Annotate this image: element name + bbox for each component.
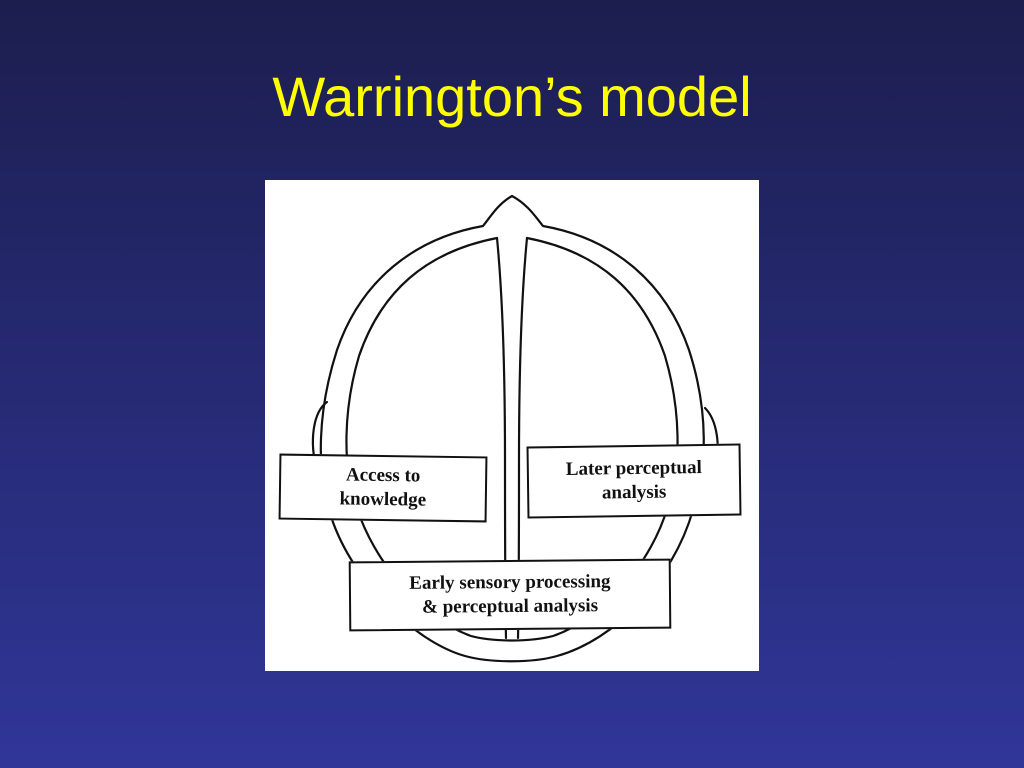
skull-outer-outline <box>319 194 705 663</box>
later-perceptual-analysis-box: Later perceptual analysis <box>526 443 742 519</box>
skull-inner-outline <box>345 236 679 642</box>
slide-title: Warrington’s model <box>272 65 752 128</box>
early-sensory-processing-box: Early sensory processing & perceptual an… <box>348 558 672 632</box>
brain-top-view-drawing <box>311 194 719 663</box>
brain-diagram-panel: Access to knowledge Later perceptual ana… <box>265 180 759 671</box>
access-to-knowledge-box: Access to knowledge <box>278 453 488 523</box>
